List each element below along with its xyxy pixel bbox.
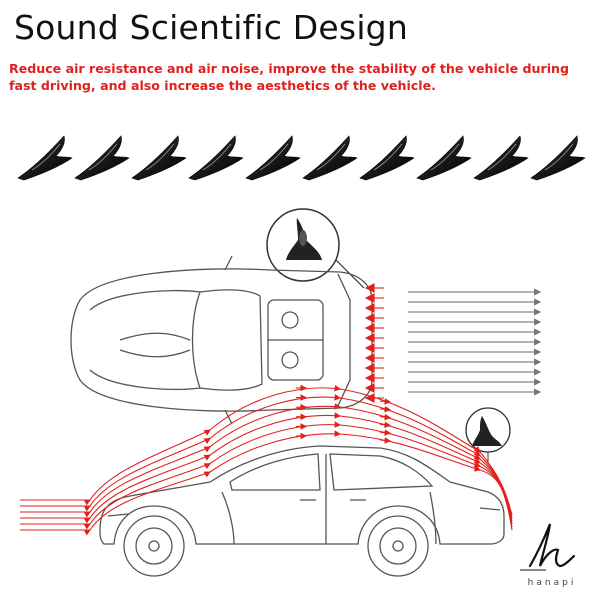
car-side-view — [99, 445, 505, 577]
shark-fin-spoiler-icon — [245, 135, 301, 181]
shark-fin-row — [17, 135, 586, 181]
page-subtitle: Reduce air resistance and air noise, imp… — [9, 61, 569, 93]
fin-closeup-side — [465, 407, 511, 462]
shark-fin-spoiler-icon — [17, 135, 73, 181]
shark-fin-spoiler-icon — [131, 135, 187, 181]
airflow-diagram — [20, 208, 542, 577]
shark-fin-spoiler-icon — [530, 135, 586, 181]
page-title: Sound Scientific Design — [14, 8, 408, 47]
airflow-lines — [408, 288, 542, 396]
hanapi-logo-icon — [516, 516, 588, 578]
rear-airflow-arrows — [364, 283, 384, 403]
car-top-view — [70, 255, 373, 425]
shark-fin-spoiler-icon — [473, 135, 529, 181]
fin-closeup-top — [266, 208, 365, 289]
shark-fin-spoiler-icon — [302, 135, 358, 181]
shark-fin-spoiler-icon — [359, 135, 415, 181]
shark-fin-spoiler-icon — [416, 135, 472, 181]
shark-fin-spoiler-icon — [74, 135, 130, 181]
side-airflow-lines — [20, 384, 513, 536]
brand-name: hanapi — [527, 578, 577, 588]
brand-logo: hanapi — [512, 512, 592, 592]
shark-fin-spoiler-icon — [188, 135, 244, 181]
